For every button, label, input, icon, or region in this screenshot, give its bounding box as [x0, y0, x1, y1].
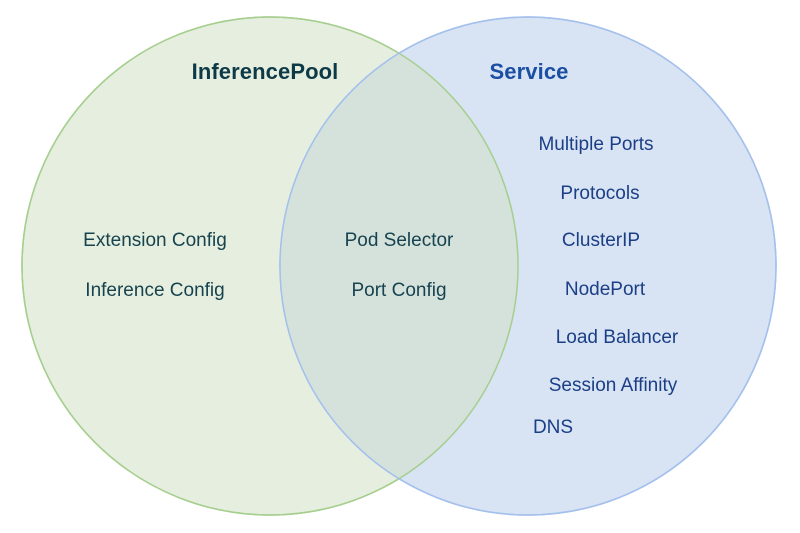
- right-set-item-nodeport: NodePort: [564, 279, 646, 300]
- left-set-item-extension-config: Extension Config: [83, 230, 227, 251]
- right-set-item-protocols: Protocols: [560, 183, 640, 204]
- right-set-item-load-balancer: Load Balancer: [555, 327, 679, 348]
- right-set-item-dns: DNS: [532, 417, 574, 438]
- left-set-outline: [21, 16, 519, 516]
- right-set-item-session-affinity: Session Affinity: [548, 375, 678, 396]
- left-set-item-inference-config: Inference Config: [85, 280, 225, 301]
- right-set-item-clusterip: ClusterIP: [561, 230, 641, 251]
- left-set-title: InferencePool: [191, 59, 339, 84]
- intersection-item-port-config: Port Config: [351, 280, 447, 301]
- right-set-item-multiple-ports: Multiple Ports: [538, 134, 654, 155]
- right-set-title: Service: [489, 59, 569, 84]
- intersection-item-pod-selector: Pod Selector: [344, 230, 454, 251]
- overlap-region: [280, 17, 518, 515]
- right-set-outline: [279, 16, 777, 516]
